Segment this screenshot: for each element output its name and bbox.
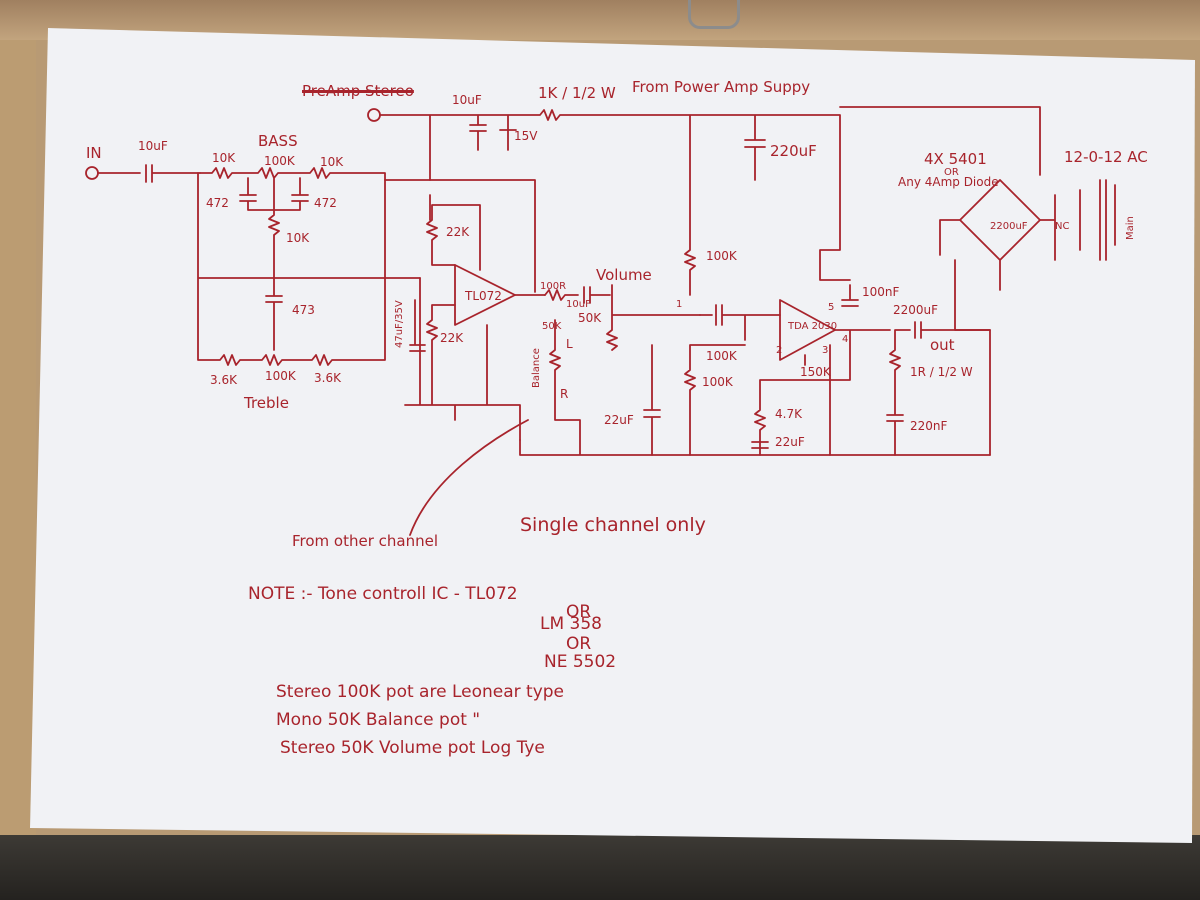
r-3k6-a-label: 3.6K — [210, 373, 237, 387]
binder-clip — [688, 0, 740, 29]
r-100k-mid-label: 100K — [706, 349, 737, 363]
transformer-icon — [1079, 179, 1116, 261]
supply-from-label: From Power Amp Suppy — [632, 78, 811, 96]
nc-label: NC — [1055, 221, 1070, 232]
r-10k-a-label: 10K — [212, 151, 236, 165]
note-line4: Stereo 50K Volume pot Log Tye — [280, 738, 545, 758]
pin5-label: 5 — [828, 302, 835, 313]
cap-22uf-a-label: 22uF — [604, 413, 634, 427]
cap-22uf-b-label: 22uF — [775, 435, 805, 449]
vol-pot-label: 50K — [578, 311, 602, 325]
note-alt2: NE 5502 — [544, 652, 617, 672]
input-jack-icon — [85, 166, 99, 180]
power-amp-wiring — [643, 284, 991, 456]
diodes-label: 4X 5401 — [924, 150, 987, 168]
volume-balance-wiring — [519, 284, 991, 456]
pin3-label: 3 — [822, 345, 829, 356]
balance-l-label: L — [566, 337, 573, 351]
r-4k7-label: 4.7K — [775, 407, 802, 421]
pin2-label: 2 — [776, 345, 783, 356]
cap-47uf-label: 47uF/35V — [394, 300, 405, 348]
r-22k-a-label: 22K — [446, 225, 470, 239]
r-22k-b-label: 22K — [440, 331, 464, 345]
other-channel-arrow — [409, 419, 529, 536]
c-472-b-label: 472 — [314, 196, 337, 210]
note-or2: OR — [566, 634, 592, 654]
input-label: IN — [86, 144, 102, 162]
pin1-label: 1 — [676, 299, 683, 310]
note-line1: NOTE :- Tone controll IC - TL072 — [248, 584, 518, 604]
supply-terminal-icon — [367, 108, 381, 122]
from-other-channel-label: From other channel — [292, 532, 439, 550]
treble-label: Treble — [244, 394, 289, 412]
paper-sheet — [30, 28, 1195, 843]
input-wire — [97, 164, 201, 183]
psu-cap-label: 2200uF — [990, 221, 1028, 232]
r-10k-mid-label: 10K — [286, 231, 310, 245]
note-alt1: LM 358 — [540, 614, 602, 634]
balance-r-label: R — [560, 387, 569, 401]
r-150k-label: 150K — [800, 365, 831, 379]
r-100r-label: 100R — [540, 281, 567, 292]
supply-rail — [379, 109, 851, 296]
pot-100k-label: 100K — [265, 369, 296, 383]
supply-cap-label: 10uF — [452, 93, 482, 107]
balance-label: Balance — [531, 348, 542, 388]
balance-val-label: 50K — [542, 321, 562, 332]
supply-cap220-label: 220uF — [770, 142, 817, 160]
r-100k-bot-label: 100K — [702, 375, 733, 389]
diodes-alt-label: Any 4Amp Diode — [898, 175, 999, 189]
note-line2: Stereo 100K pot are Leonear type — [276, 682, 565, 702]
desk-left-edge — [0, 40, 36, 840]
desk-shadow — [0, 835, 1200, 900]
r-1r-label: 1R / 1/2 W — [910, 365, 973, 379]
c-473-label: 473 — [292, 303, 315, 317]
single-channel-label: Single channel only — [520, 514, 706, 536]
bass-label: BASS — [258, 132, 298, 150]
vol-cap-label: 10uF — [566, 299, 591, 310]
tl072-opamp — [454, 264, 516, 326]
r-10k-b-label: 10K — [320, 155, 344, 169]
c-472-a-label: 472 — [206, 196, 229, 210]
pin4-label: 4 — [842, 334, 849, 345]
note-line3: Mono 50K Balance pot " — [276, 710, 481, 730]
diodes-or-label: OR — [944, 167, 959, 178]
psu-bridge — [839, 106, 1056, 331]
tda2030-amp — [779, 299, 836, 361]
bass-network — [197, 167, 421, 366]
tl072-label: TL072 — [465, 289, 502, 303]
transformer-label: 12-0-12 AC — [1064, 148, 1148, 166]
r-100k-label: 100K — [264, 154, 295, 168]
volume-label: Volume — [596, 266, 652, 284]
cap-2200uf-out-label: 2200uF — [893, 303, 939, 317]
mains-label: Main — [1125, 216, 1136, 240]
tda-label: TDA 2030 — [788, 321, 838, 332]
out-label: out — [930, 336, 955, 354]
tone-opamp-wiring — [384, 179, 546, 441]
r-3k6-b-label: 3.6K — [314, 371, 341, 385]
zener-label: 15V — [514, 129, 538, 143]
supply-res-label: 1K / 1/2 W — [538, 84, 616, 102]
input-cap-label: 10uF — [138, 139, 168, 153]
cap-220nf-label: 220nF — [910, 419, 948, 433]
note-or1: OR — [566, 602, 592, 622]
title-strikethrough: PreAmp Stereo — [302, 82, 414, 100]
r-100k-top-label: 100K — [706, 249, 737, 263]
cap-100nf-label: 100nF — [862, 285, 900, 299]
